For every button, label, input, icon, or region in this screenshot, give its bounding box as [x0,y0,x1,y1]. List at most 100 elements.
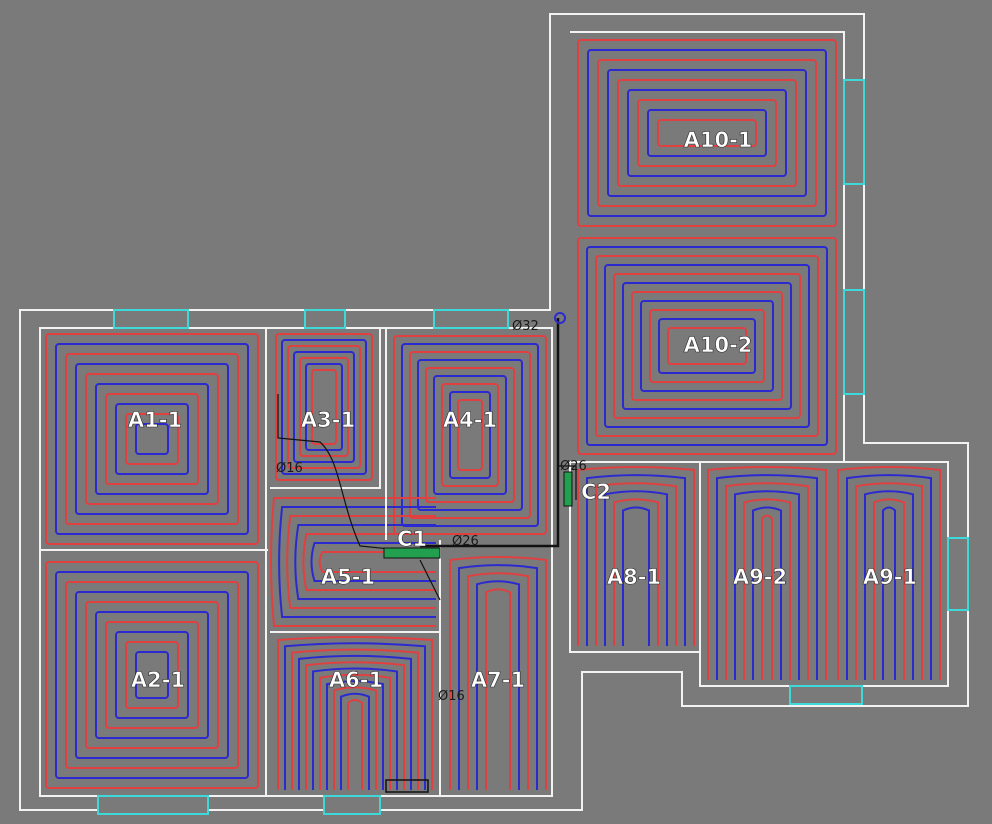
pipe-loop-a9-2 [761,514,773,680]
c2-feed-line [558,465,577,500]
pipe-loop-a9-2 [707,466,827,680]
pipe-loop-a4-1 [441,383,499,487]
pipe-loop-a4-1 [449,391,491,479]
pipe-loop-a9-2 [734,490,800,680]
pipe-loop-a1-1 [75,363,229,515]
a6-collector [385,779,429,793]
pipe-loop-a8-1 [604,490,668,646]
pipe-loop-a10-2 [622,282,792,410]
zone-labels: A1-1 A2-1 A3-1 A4-1 A5-1 A6-1 A7-1 A8-1 … [128,128,918,693]
pipe-loop-a6-1 [284,642,426,790]
pipe-loop-a10-2 [640,300,774,392]
pipe-loop-a1-1 [65,353,239,525]
pipe-loop-a10-2 [667,327,747,365]
pipe-loop-a2-1 [55,571,249,779]
windows [97,79,969,815]
zone-label-a2-1: A2-1 [131,668,185,692]
pipe-loop-a7-1 [467,572,529,790]
pipe-loop-a10-1 [647,109,767,157]
window-a6 [323,795,381,815]
pipe-loop-a9-1 [837,466,941,680]
pipe-loop-a4-1 [417,359,523,511]
pipe-loop-a4-1 [425,367,515,503]
main-supply-line [420,318,560,548]
pipe-loop-a3-1 [299,357,349,457]
window-a10-1 [843,79,865,185]
pipe-loop-a9-2 [716,474,818,680]
window-a10-2 [843,289,865,395]
pipe-loop-a2-1 [85,601,219,749]
pipe-loop-a4-1 [433,375,507,495]
pipe-loop-a1-1 [95,383,209,495]
interior-walls [39,31,949,797]
pipe-loop-a2-1 [105,621,199,729]
window-a1 [113,309,189,329]
pipe-loop-a3-1 [311,369,337,445]
pipe-loop-a9-2 [743,498,791,680]
pipe-loop-a6-1 [312,667,398,790]
pipe-loop-a1-1 [135,423,169,455]
window-a4 [433,309,509,329]
pipe-loop-a2-1 [95,611,209,739]
manifold-c2 [563,471,573,507]
pipe-loop-a4-1 [457,399,483,471]
pipe-loop-a9-1 [864,490,914,680]
zone-label-a9-1: A9-1 [863,565,917,589]
pipe-loops [45,39,941,790]
pipe-loop-a2-1 [125,641,179,709]
walls [19,13,969,811]
pipe-dimension-labels: Ø32 Ø26 Ø26 Ø16 Ø16 [276,319,587,704]
pipe-loop-a5-1 [286,515,436,609]
manifold-c1 [383,547,441,559]
pipe-loop-a10-2 [595,255,819,437]
pipe-loop-a5-1 [278,506,436,618]
pipe-loop-a6-1 [277,636,433,790]
pipe-loop-a10-1 [597,59,817,207]
pipe-loop-a10-1 [617,79,797,187]
manifold-label-c1: C1 [397,527,427,551]
pipe-loop-a2-1 [65,581,239,769]
pipe-loop-a4-1 [409,351,531,519]
pipe-loop-a9-2 [725,482,809,680]
pipe-loop-a6-1 [340,692,370,790]
pipe-loop-a9-2 [752,506,782,680]
pipe-loop-a6-1 [326,680,384,790]
pipe-loop-a2-1 [135,651,169,699]
zone-label-a9-2: A9-2 [733,565,787,589]
zone-label-a6-1: A6-1 [329,668,383,692]
pipe-loop-a2-1 [75,591,229,759]
a3-branch-diameter: Ø16 [276,461,303,476]
pipe-loop-a3-1 [281,339,367,475]
pipe-loop-a1-1 [105,393,199,485]
zone-label-a4-1: A4-1 [443,408,497,432]
pipe-loop-a6-1 [319,673,391,790]
window-a9-1 [947,537,969,611]
pipe-loop-a1-1 [115,403,189,475]
c2-feed-diameter: Ø26 [560,459,587,474]
pipe-loop-a10-1 [577,39,837,227]
pipe-loop-a6-1 [305,661,405,790]
pipe-loop-a9-1 [873,498,905,680]
a7-branch-diameter: Ø16 [438,689,465,704]
zone-label-a8-1: A8-1 [607,565,661,589]
zone-label-a10-1: A10-1 [684,128,753,152]
zone-label-a7-1: A7-1 [471,668,525,692]
a7-branch-line [419,559,441,601]
supply-inlet-icon [554,312,566,324]
pipe-loop-a3-1 [275,333,373,481]
zone-label-a3-1: A3-1 [301,408,355,432]
pipe-loop-a8-1 [622,506,650,646]
feed-lines [277,312,577,793]
pipe-loop-a1-1 [85,373,219,505]
pipe-loop-a5-1 [294,524,436,600]
pipe-loop-a9-1 [846,474,932,680]
c1-feed-diameter: Ø26 [452,534,479,549]
zone-label-a10-2: A10-2 [684,333,753,357]
pipe-loop-a10-2 [577,237,837,455]
outer-wall [19,13,969,811]
pipe-loop-a5-1 [302,533,436,591]
pipe-loop-a10-2 [586,246,828,446]
pipe-loop-a1-1 [45,333,259,545]
pipe-loop-a8-1 [613,498,659,646]
